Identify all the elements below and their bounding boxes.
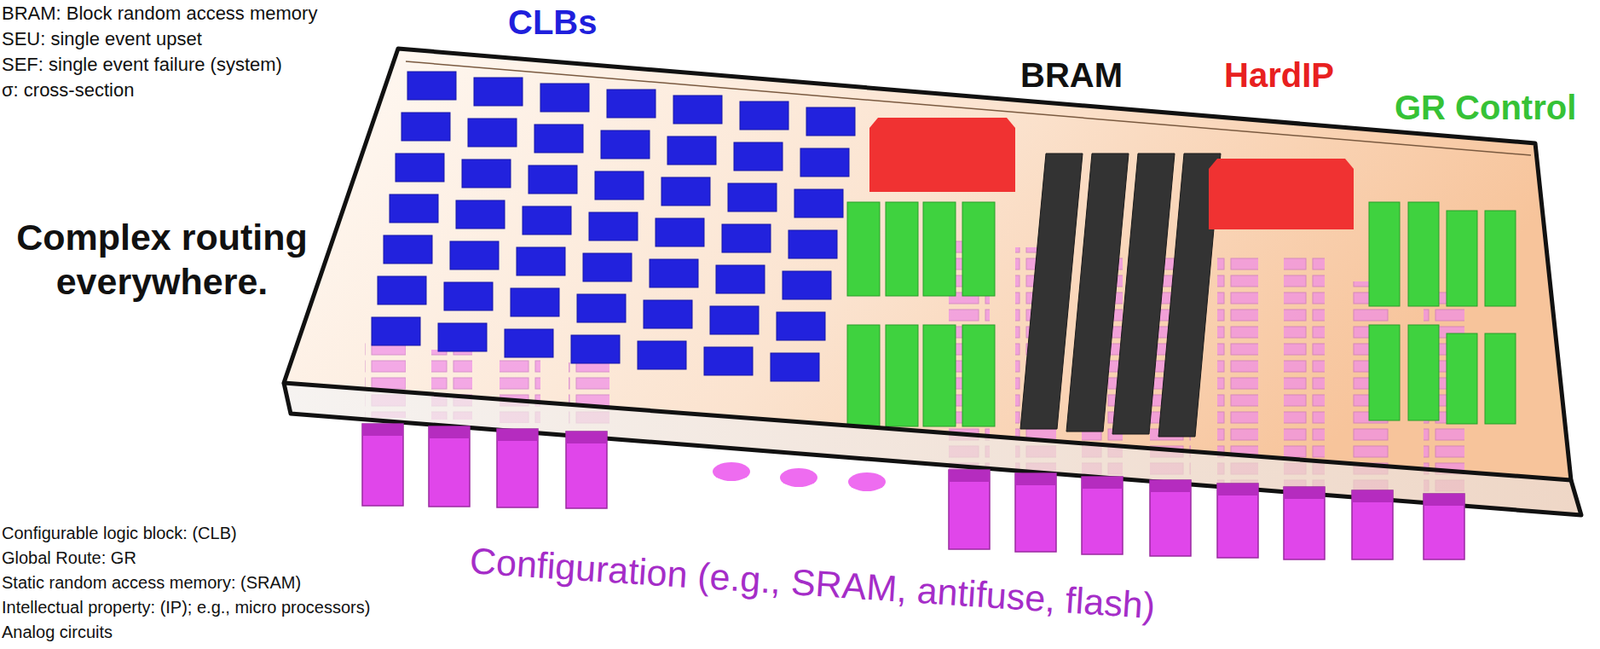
abbreviation-note: Analog circuits bbox=[1, 619, 113, 644]
abbreviation-note: Intellectual property: (IP); e.g., micro… bbox=[1, 594, 370, 619]
abbreviation-note: BRAM: Block random access memory bbox=[1, 1, 318, 26]
abbreviation-note: Configurable logic block: (CLB) bbox=[1, 520, 237, 545]
block-label: CLBs bbox=[508, 3, 597, 41]
abbreviation-note: SEU: single event upset bbox=[1, 27, 203, 52]
clb-grid bbox=[371, 71, 855, 382]
block-label: HardIP bbox=[1224, 56, 1335, 94]
abbreviation-note: Global Route: GR bbox=[1, 545, 137, 570]
block-label: GR Control bbox=[1394, 88, 1577, 127]
config-pillars bbox=[362, 423, 1465, 560]
chip-outline bbox=[283, 48, 1582, 515]
chip-front-face bbox=[283, 382, 1582, 515]
abbreviation-note: Static random access memory: (SRAM) bbox=[1, 570, 301, 595]
routing-callout: Complex routing everywhere. bbox=[8, 214, 316, 304]
abbreviation-note: SEF: single event failure (system) bbox=[1, 52, 283, 77]
bram-bars bbox=[1020, 153, 1221, 437]
block-label: BRAM bbox=[1020, 56, 1123, 94]
abbreviation-note: σ: cross-section bbox=[1, 78, 134, 103]
